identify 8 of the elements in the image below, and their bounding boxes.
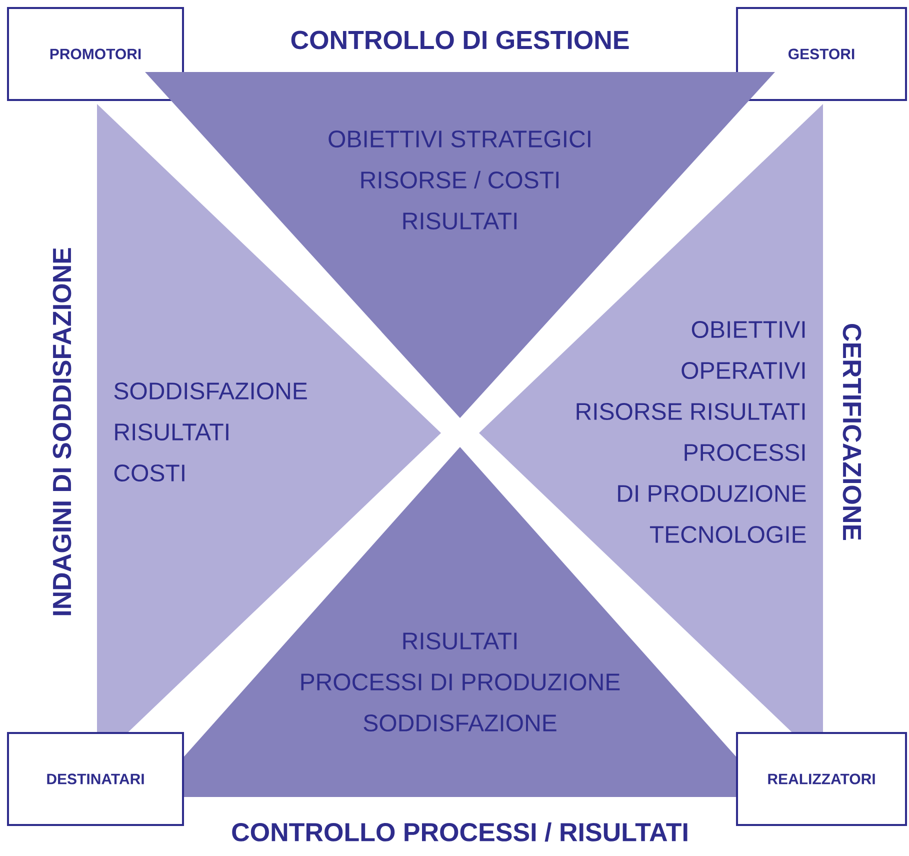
role-box: REALIZZATORI — [736, 732, 908, 826]
role-box: PROMOTORI — [7, 6, 184, 101]
side-title: CONTROLLO DI GESTIONE — [291, 30, 629, 50]
side-title: CONTROLLO PROCESSI / RISULTATI — [232, 822, 688, 842]
role-box: GESTORI — [736, 6, 908, 101]
side-title: CERTIFICAZIONE — [842, 324, 862, 540]
role-box: DESTINATARI — [7, 732, 184, 826]
side-title: INDAGINI DI SODDISFAZIONE — [52, 248, 72, 616]
